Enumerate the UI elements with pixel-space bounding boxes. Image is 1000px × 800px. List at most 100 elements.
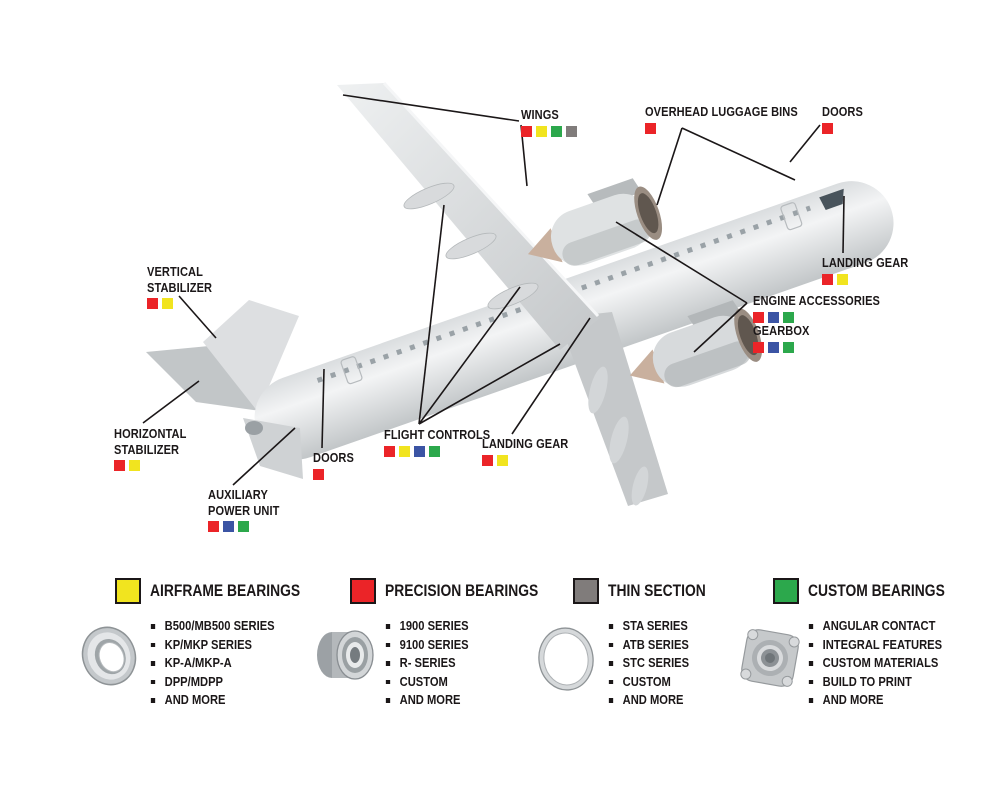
green-square xyxy=(783,341,794,353)
legend-item: CUSTOM MATERIALS xyxy=(808,654,952,673)
callout-label: HORIZONTAL xyxy=(114,426,187,441)
precision-bearing-photo xyxy=(317,630,374,680)
legend-item: B500/MB500 SERIES xyxy=(150,617,294,636)
callout-label: WINGS xyxy=(521,107,559,122)
callout-label: DOORS xyxy=(822,104,863,119)
red-square xyxy=(521,125,532,137)
callout-label: STABILIZER xyxy=(114,441,180,457)
window-row xyxy=(316,205,812,383)
airframe-color-swatch xyxy=(115,578,141,604)
leader-line xyxy=(142,380,200,424)
callout-label: GEARBOX xyxy=(753,323,810,338)
legend-item: AND MORE xyxy=(608,691,752,710)
callout-label: FLIGHT CONTROLS xyxy=(384,427,491,442)
legend-item: KP/MKP SERIES xyxy=(150,636,294,655)
category-squares xyxy=(822,122,870,134)
leader-line xyxy=(418,286,521,425)
legend-header: THIN SECTION xyxy=(573,578,775,604)
gray-square xyxy=(566,125,577,137)
blue-square xyxy=(414,445,425,457)
callout-label: LANDING GEAR xyxy=(822,255,909,270)
category-squares xyxy=(753,341,819,353)
green-square xyxy=(238,521,249,532)
callout-label: STABILIZER xyxy=(147,279,213,295)
legend-item: 1900 SERIES xyxy=(385,617,529,636)
category-squares xyxy=(147,298,224,309)
category-squares xyxy=(521,125,577,137)
callout-label: OVERHEAD LUGGAGE BINS xyxy=(645,104,798,119)
leader-line xyxy=(656,127,683,206)
callout-doors-aft: DOORS xyxy=(313,450,361,480)
callout-gearbox: GEARBOX xyxy=(753,323,819,353)
category-squares xyxy=(645,122,825,134)
yellow-square xyxy=(497,454,508,466)
legend-item: AND MORE xyxy=(808,691,952,710)
green-square xyxy=(551,125,562,137)
legend-item: R- SERIES xyxy=(385,654,529,673)
forward-door-outline xyxy=(780,202,803,231)
red-square xyxy=(208,521,219,532)
legend-header: AIRFRAME BEARINGS xyxy=(115,578,317,604)
custom-color-swatch xyxy=(773,578,799,604)
legend-item: AND MORE xyxy=(150,691,294,710)
legend-title: CUSTOM BEARINGS xyxy=(808,581,945,600)
engine-lower xyxy=(629,300,763,388)
airframe-bearing-photo xyxy=(81,626,137,686)
leader-line xyxy=(681,127,796,181)
green-square xyxy=(429,445,440,457)
legend-item: STC SERIES xyxy=(608,654,752,673)
leader-line xyxy=(321,368,325,449)
red-square xyxy=(147,298,158,309)
red-square xyxy=(822,122,833,134)
apu-tail-cone xyxy=(245,421,263,435)
legend-title: THIN SECTION xyxy=(608,581,706,600)
callout-label: POWER UNIT xyxy=(208,502,280,518)
legend-item: CUSTOM xyxy=(385,673,529,692)
blue-square xyxy=(223,521,234,532)
legend-item: KP-A/MKP-A xyxy=(150,654,294,673)
leader-line xyxy=(842,195,845,254)
legend-item: AND MORE xyxy=(385,691,529,710)
legend-title: AIRFRAME BEARINGS xyxy=(150,581,301,600)
yellow-square xyxy=(129,460,140,471)
leader-line xyxy=(232,427,296,486)
thin-section-color-swatch xyxy=(573,578,599,604)
horizontal-stabilizer-right xyxy=(243,418,303,479)
legend-item: CUSTOM xyxy=(608,673,752,692)
red-square xyxy=(482,454,493,466)
vertical-stabilizer-fin xyxy=(203,300,299,412)
leader-line xyxy=(418,343,561,425)
legend-title: PRECISION BEARINGS xyxy=(385,581,539,600)
leader-line xyxy=(342,94,520,122)
callout-engine-accessories: ENGINE ACCESSORIES xyxy=(753,293,902,323)
callout-landing-gear-nose: LANDING GEAR xyxy=(822,255,924,285)
callout-landing-gear-main: LANDING GEAR xyxy=(482,436,584,466)
red-square xyxy=(753,341,764,353)
red-square xyxy=(822,273,833,285)
category-squares xyxy=(753,311,902,323)
callout-label: VERTICAL xyxy=(147,264,203,279)
aft-door-outline xyxy=(340,356,363,385)
red-square xyxy=(114,460,125,471)
callout-overhead-luggage-bins: OVERHEAD LUGGAGE BINS xyxy=(645,104,825,134)
callout-wings: WINGS xyxy=(521,107,577,137)
category-squares xyxy=(482,454,584,466)
callout-label: AUXILIARY xyxy=(208,487,268,502)
blue-square xyxy=(768,311,779,323)
legend-item: INTEGRAL FEATURES xyxy=(808,636,952,655)
callout-label: LANDING GEAR xyxy=(482,436,569,451)
red-square xyxy=(384,445,395,457)
yellow-square xyxy=(837,273,848,285)
blue-square xyxy=(768,341,779,353)
legend-item: ATB SERIES xyxy=(608,636,752,655)
red-square xyxy=(753,311,764,323)
yellow-square xyxy=(162,298,173,309)
